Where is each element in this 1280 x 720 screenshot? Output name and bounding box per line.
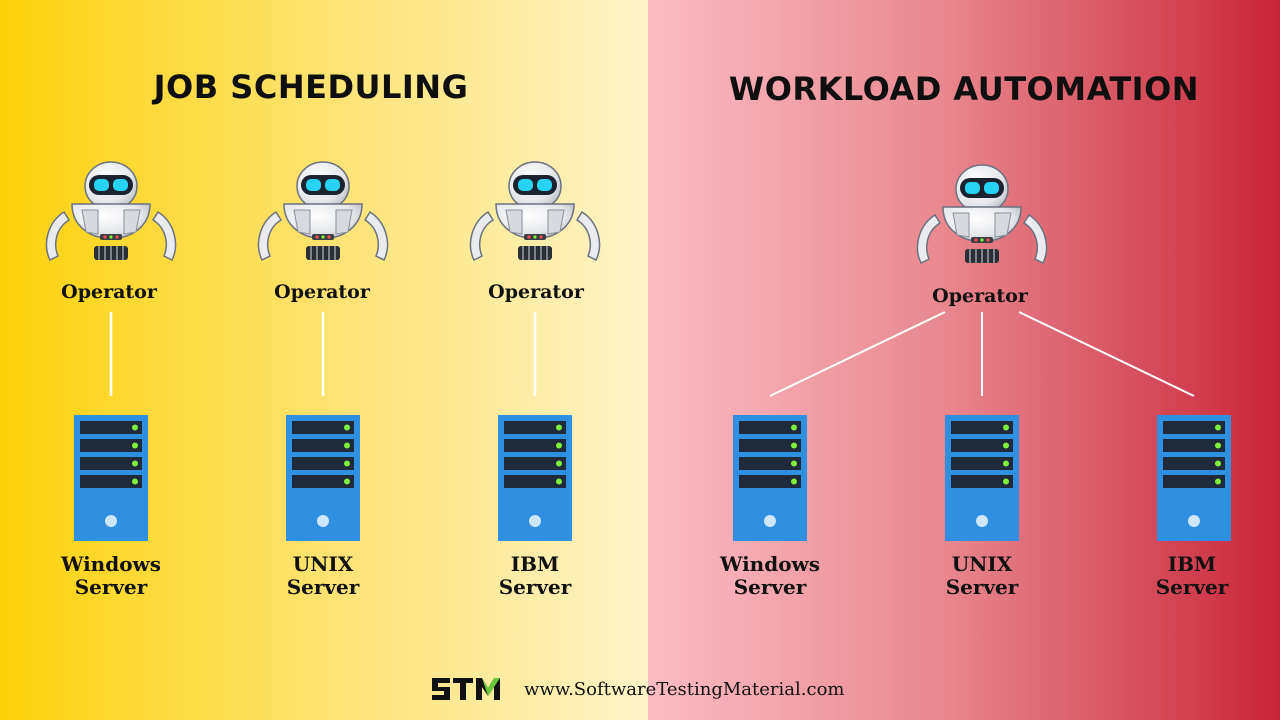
robot-icon	[907, 163, 1057, 283]
workload-automation-panel	[648, 0, 1280, 720]
connector-line	[1018, 311, 1195, 397]
server-tower-icon	[286, 415, 360, 541]
server-tower-icon	[733, 415, 807, 541]
job-scheduling-title: JOB SCHEDULING	[153, 68, 469, 106]
server-label: UNIX Server	[945, 552, 1019, 599]
operator-label: Operator	[488, 281, 584, 303]
operator-label: Operator	[61, 281, 157, 303]
stm-logo-icon	[432, 678, 500, 700]
server-tower-icon	[945, 415, 1019, 541]
robot-icon	[36, 160, 186, 280]
server-label: UNIX Server	[286, 552, 360, 599]
robot-icon	[248, 160, 398, 280]
footer: www.SoftwareTestingMaterial.com	[430, 675, 844, 703]
workload-automation-title: WORKLOAD AUTOMATION	[728, 70, 1200, 108]
website-url[interactable]: www.SoftwareTestingMaterial.com	[524, 678, 845, 700]
server-tower-icon	[1157, 415, 1231, 541]
server-tower-icon	[498, 415, 572, 541]
operator-label: Operator	[932, 285, 1028, 307]
server-tower-icon	[74, 415, 148, 541]
server-label: Windows Server	[719, 552, 821, 599]
server-label: IBM Server	[1155, 552, 1229, 599]
robot-icon	[460, 160, 610, 280]
server-label: IBM Server	[498, 552, 572, 599]
operator-label: Operator	[274, 281, 370, 303]
connector-line	[769, 311, 946, 397]
server-label: Windows Server	[60, 552, 162, 599]
